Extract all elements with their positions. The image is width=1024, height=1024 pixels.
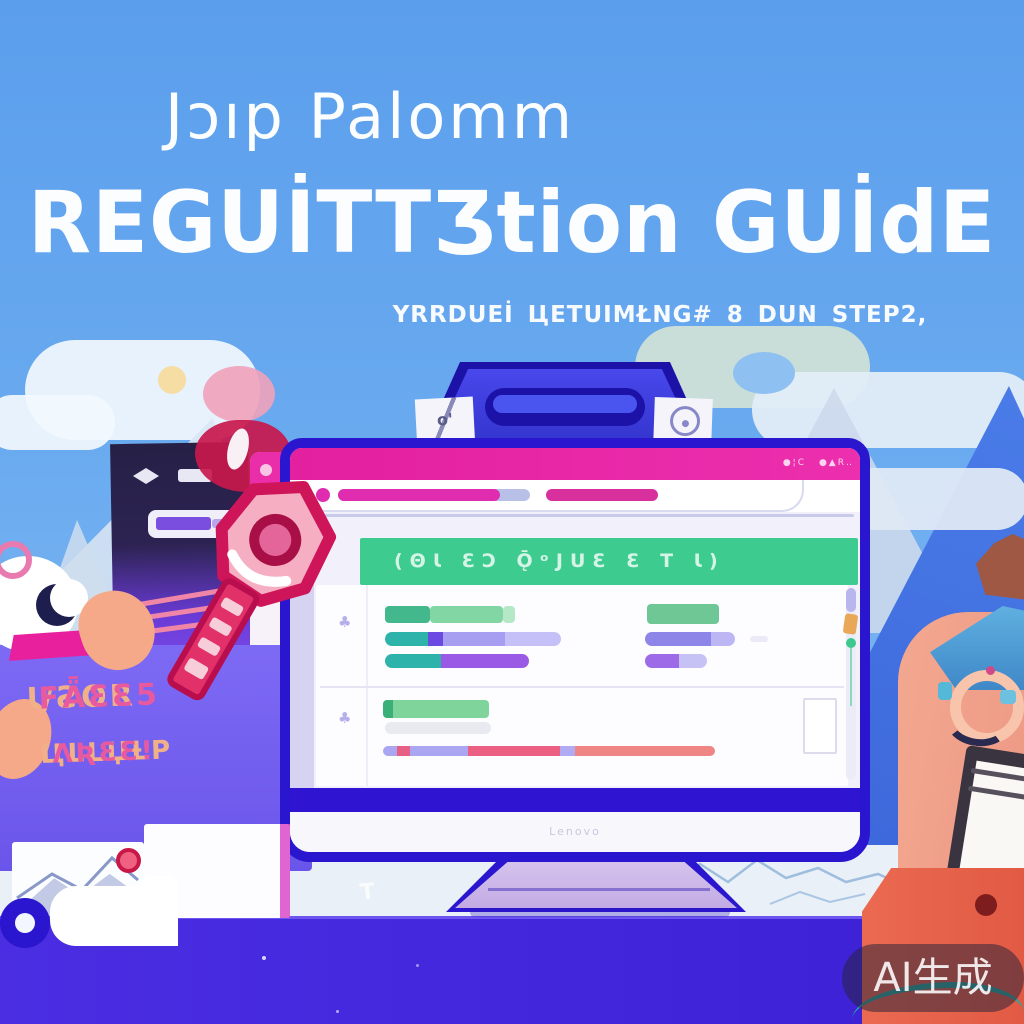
list-bar-segment bbox=[575, 746, 715, 756]
list-bar-segment bbox=[645, 654, 679, 668]
phone-dot bbox=[260, 464, 272, 476]
poster-subtitle: YRRDUEİ ЦЕTUIMŁNG# 8 DUN STEP2, bbox=[392, 302, 928, 328]
desk-mark: T bbox=[358, 879, 377, 906]
device-slot-inner bbox=[493, 395, 637, 413]
list-bar-segment bbox=[385, 632, 428, 646]
browser-titlebar: ●¦C ●▲R‥ bbox=[290, 448, 860, 480]
sun-dot bbox=[158, 366, 186, 394]
magenta-dot bbox=[986, 666, 995, 675]
teal-chip bbox=[938, 682, 952, 700]
list-bar-segment bbox=[385, 606, 430, 623]
content-panel: ♣ ♣ bbox=[316, 585, 859, 786]
sparkle-dot bbox=[336, 1010, 339, 1013]
scanner-device: o' bbox=[390, 362, 740, 448]
toolbar-divider bbox=[294, 514, 854, 517]
list-bar-segment bbox=[428, 632, 443, 646]
map-pin-dot bbox=[116, 848, 141, 873]
green-hairline bbox=[850, 648, 852, 706]
leg-button bbox=[975, 894, 997, 916]
group-divider bbox=[320, 686, 844, 688]
titlebar-icons-right: ●▲R‥ bbox=[818, 458, 854, 468]
list-bar-segment bbox=[397, 746, 410, 756]
stand-shadow bbox=[470, 908, 730, 917]
gutter-divider bbox=[366, 585, 368, 786]
bottom-bar bbox=[290, 788, 860, 812]
sparkle-dot bbox=[262, 956, 266, 960]
list-bar-segment bbox=[560, 746, 575, 756]
monitor: ●¦C ●▲R‥ (ΘƖ ƐƆ ǬᵒJUƐ Ɛ T Ɩ) ♣ ♣ bbox=[280, 438, 870, 862]
teal-chip bbox=[1000, 690, 1016, 704]
foothill-cloud bbox=[843, 468, 1024, 530]
monitor-chin: Lenovo bbox=[290, 812, 860, 852]
check-dot bbox=[846, 638, 856, 648]
stand-line bbox=[488, 888, 710, 891]
browser-toolbar bbox=[290, 480, 804, 512]
list-bar-segment bbox=[383, 746, 397, 756]
list-bar-segment bbox=[410, 746, 468, 756]
url-bar-2 bbox=[546, 489, 658, 501]
pink-blob bbox=[203, 366, 275, 422]
list-bar-segment bbox=[711, 632, 735, 646]
poster-title-line2: REGUİTTƷtion GUİdE bbox=[27, 174, 997, 273]
pink-ring-icon bbox=[0, 541, 32, 579]
list-bar-segment bbox=[645, 632, 711, 646]
list-bar-segment bbox=[430, 606, 503, 623]
url-bar bbox=[338, 489, 500, 501]
cloud bbox=[752, 372, 1024, 448]
key-illustration bbox=[94, 480, 337, 701]
list-bar-segment bbox=[505, 632, 561, 646]
bullet-icon: ♣ bbox=[338, 613, 352, 631]
list-bar-segment bbox=[393, 700, 489, 718]
note-word: FǞƐƐ5 bbox=[37, 677, 161, 717]
bullet-icon: ♣ bbox=[338, 709, 352, 727]
list-bar-segment bbox=[503, 606, 515, 623]
van-cab bbox=[140, 876, 178, 946]
list-bar-segment bbox=[750, 636, 768, 642]
list-bar-segment bbox=[385, 722, 491, 734]
ai-watermark-badge: AI生成 bbox=[842, 944, 1024, 1012]
diamond-eye-icon bbox=[133, 468, 159, 484]
doc-card-strip bbox=[280, 824, 290, 918]
ring-detail bbox=[950, 670, 1024, 744]
key-body bbox=[167, 480, 337, 701]
cloud bbox=[0, 395, 115, 450]
url-dot bbox=[316, 488, 330, 502]
titlebar-icons-left: ●¦C bbox=[782, 458, 806, 468]
sky-blob bbox=[733, 352, 795, 394]
note-word: ΛƦƐƐ! bbox=[51, 735, 157, 770]
list-bar-segment bbox=[468, 746, 560, 756]
list-bar-segment bbox=[383, 700, 393, 718]
wheel-hub bbox=[15, 913, 35, 933]
list-bar-segment bbox=[441, 654, 529, 668]
list-bar-segment bbox=[647, 604, 719, 624]
poster-title-line1: Jɔıp Palomm bbox=[164, 80, 576, 153]
scrollbar-thumb bbox=[846, 588, 856, 612]
list-bar-segment bbox=[679, 654, 707, 668]
sparkle-dot bbox=[416, 964, 419, 967]
outlined-box bbox=[803, 698, 837, 754]
list-bar-segment bbox=[385, 654, 441, 668]
section-header-green: (ΘƖ ƐƆ ǬᵒJUƐ Ɛ T Ɩ) bbox=[360, 538, 858, 585]
pencil-icon bbox=[842, 613, 859, 635]
password-mask-bar bbox=[156, 517, 211, 530]
list-bar-segment bbox=[443, 632, 505, 646]
